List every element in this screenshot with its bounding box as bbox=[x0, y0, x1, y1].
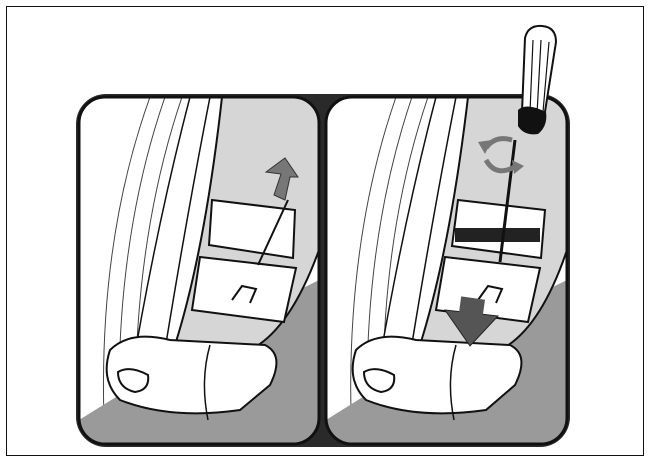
bottom-clip bbox=[351, 335, 523, 415]
left-panel bbox=[79, 97, 319, 444]
bottom-clip bbox=[105, 335, 278, 415]
screwdriver-icon bbox=[518, 24, 558, 135]
tool-rod bbox=[257, 199, 289, 266]
up-arrow-icon bbox=[264, 157, 299, 201]
right-panel bbox=[326, 97, 567, 444]
